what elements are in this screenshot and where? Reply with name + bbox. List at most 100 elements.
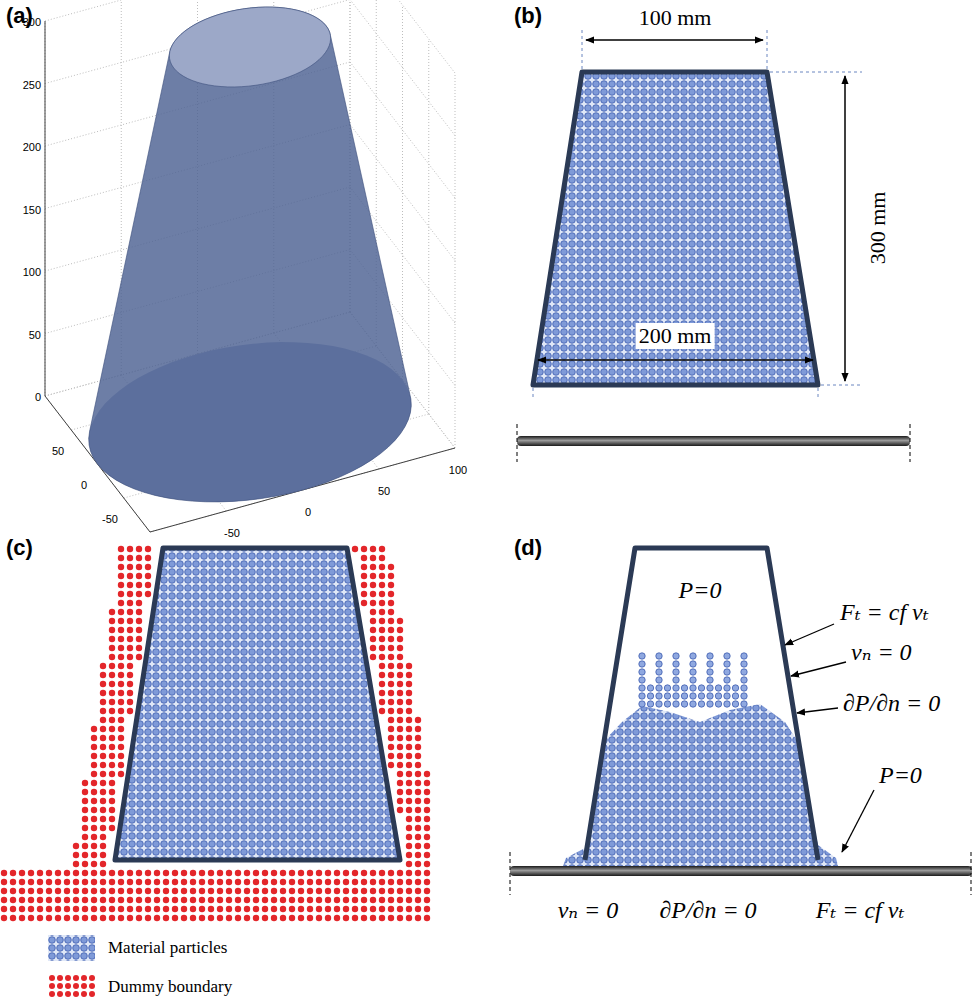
label-holder: Fₜ = cf vₜ	[816, 896, 905, 924]
boundary-particle	[65, 991, 71, 997]
boundary-particle	[73, 843, 79, 849]
boundary-particle	[81, 975, 87, 981]
particle	[707, 693, 713, 699]
legend-swatch-dummy	[49, 975, 95, 997]
boundary-particle	[388, 582, 394, 588]
boundary-particle	[235, 906, 241, 912]
boundary-condition: vₙ = 0	[558, 896, 619, 924]
boundary-particle	[10, 906, 16, 912]
grid-line	[45, 21, 46, 396]
particle	[639, 701, 645, 707]
extension-line	[770, 72, 862, 73]
boundary-particle	[406, 906, 412, 912]
boundary-particle	[415, 807, 421, 813]
particle	[698, 701, 704, 707]
boundary-particle	[46, 879, 52, 885]
particle	[724, 701, 730, 707]
boundary-particle	[172, 897, 178, 903]
boundary-particle	[100, 879, 106, 885]
boundary-particle	[397, 699, 403, 705]
boundary-particle	[190, 879, 196, 885]
label-holder: ∂P/∂n = 0	[843, 690, 940, 717]
boundary-particle	[109, 672, 115, 678]
boundary-particle	[82, 906, 88, 912]
particle	[724, 653, 730, 659]
boundary-particle	[262, 879, 268, 885]
boundary-particle	[28, 870, 34, 876]
boundary-particle	[127, 609, 133, 615]
boundary-particle	[136, 645, 142, 651]
panel-letter: (c)	[6, 535, 33, 561]
boundary-particle	[91, 798, 97, 804]
particle	[656, 677, 662, 683]
boundary-particle	[370, 555, 376, 561]
boundary-particle	[154, 906, 160, 912]
boundary-particle	[81, 983, 87, 989]
extension-line	[533, 388, 534, 400]
boundary-particle	[361, 906, 367, 912]
boundary-particle	[19, 897, 25, 903]
boundary-particle	[136, 627, 142, 633]
boundary-particle	[379, 654, 385, 660]
label-holder: 0	[35, 387, 41, 405]
dimension-arrow	[844, 76, 846, 381]
particle	[664, 685, 670, 691]
cut-line	[517, 424, 518, 462]
particle	[690, 693, 696, 699]
particle	[681, 701, 687, 707]
boundary-particle	[298, 906, 304, 912]
boundary-particle	[89, 983, 95, 989]
boundary-particle	[397, 627, 403, 633]
boundary-particle	[163, 870, 169, 876]
cone-outline	[533, 72, 818, 385]
label-holder: Fₜ = cf vₜ	[840, 598, 929, 626]
axis-tick: 50	[52, 445, 64, 457]
boundary-particle	[82, 807, 88, 813]
boundary-particle	[127, 564, 133, 570]
boundary-particle	[190, 888, 196, 894]
boundary-particle	[109, 906, 115, 912]
boundary-particle	[37, 879, 43, 885]
boundary-particle	[127, 681, 133, 687]
boundary-particle	[145, 906, 151, 912]
boundary-particle	[19, 915, 25, 921]
boundary-particle	[406, 825, 412, 831]
boundary-particle	[109, 708, 115, 714]
cut-line	[510, 852, 511, 895]
boundary-particle	[397, 645, 403, 651]
boundary-particle	[397, 726, 403, 732]
particle	[673, 669, 679, 675]
boundary-particle	[118, 870, 124, 876]
boundary-particle	[73, 852, 79, 858]
boundary-particle	[379, 600, 385, 606]
boundary-particle	[388, 618, 394, 624]
boundary-particle	[73, 888, 79, 894]
extension-line	[767, 30, 768, 70]
boundary-particle	[28, 915, 34, 921]
boundary-particle	[109, 897, 115, 903]
boundary-particle	[136, 915, 142, 921]
axis-tick: 100	[23, 266, 41, 278]
boundary-particle	[271, 879, 277, 885]
boundary-particle	[388, 645, 394, 651]
base-plate	[517, 436, 910, 446]
boundary-particle	[118, 906, 124, 912]
boundary-condition: Fₜ = cf vₜ	[840, 598, 929, 626]
boundary-particle	[190, 915, 196, 921]
boundary-condition: P=0	[679, 577, 722, 604]
boundary-particle	[415, 843, 421, 849]
boundary-particle	[388, 870, 394, 876]
boundary-particle	[388, 708, 394, 714]
boundary-particle	[316, 915, 322, 921]
boundary-particle	[226, 870, 232, 876]
boundary-particle	[136, 888, 142, 894]
boundary-particle	[388, 690, 394, 696]
grid-line	[402, 5, 403, 380]
boundary-particle	[226, 897, 232, 903]
boundary-particle	[406, 834, 412, 840]
particle	[656, 669, 662, 675]
boundary-particle	[10, 879, 16, 885]
boundary-particle	[397, 744, 403, 750]
boundary-particle	[307, 879, 313, 885]
boundary-particle	[424, 897, 430, 903]
